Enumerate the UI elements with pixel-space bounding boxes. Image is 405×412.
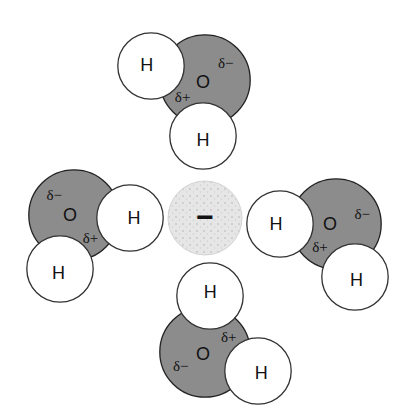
atom-symbol: O bbox=[63, 206, 77, 224]
atom-symbol: O bbox=[196, 345, 210, 363]
atom-symbol: O bbox=[196, 73, 210, 91]
atom-symbol: H bbox=[204, 283, 217, 301]
label-anchor: H bbox=[140, 56, 153, 75]
atom-symbol: H bbox=[127, 209, 140, 227]
partial-charge: δ+ bbox=[221, 330, 237, 345]
label-anchor: H bbox=[255, 363, 268, 382]
hydrogen-atom: H bbox=[224, 337, 292, 405]
partial-charge: δ− bbox=[355, 207, 371, 222]
hydrogen-atom: H bbox=[176, 262, 244, 330]
label-anchor: δ+ bbox=[175, 88, 191, 106]
hydrogen-atom: H bbox=[246, 190, 314, 258]
ion-charge: − bbox=[196, 202, 214, 232]
hydrogen-atom: H bbox=[26, 235, 94, 303]
hydrogen-atom: H bbox=[96, 184, 164, 252]
partial-charge: δ+ bbox=[175, 90, 191, 105]
chloride-ion: − bbox=[167, 180, 243, 256]
label-anchor: H bbox=[52, 263, 65, 282]
label-anchor: H bbox=[127, 209, 140, 228]
label-anchor: H bbox=[350, 271, 363, 290]
label-anchor: H bbox=[270, 215, 283, 234]
label-anchor: δ− bbox=[173, 357, 189, 375]
label-anchor: O bbox=[196, 73, 210, 92]
atom-symbol: H bbox=[52, 263, 65, 281]
label-anchor: O bbox=[63, 206, 77, 225]
atom-symbol: H bbox=[255, 363, 268, 381]
atom-symbol: H bbox=[270, 215, 283, 233]
hydrogen-atom: H bbox=[117, 32, 185, 100]
hydrogen-atom: H bbox=[321, 243, 389, 311]
label-anchor: O bbox=[323, 215, 337, 234]
atom-symbol: H bbox=[196, 130, 209, 148]
partial-charge: δ− bbox=[218, 56, 234, 71]
label-anchor: H bbox=[196, 130, 209, 149]
label-anchor: H bbox=[204, 283, 217, 302]
label-anchor: δ+ bbox=[83, 229, 99, 247]
atom-symbol: H bbox=[350, 271, 363, 289]
label-anchor: δ− bbox=[218, 54, 234, 72]
partial-charge: δ− bbox=[173, 359, 189, 374]
atom-symbol: O bbox=[323, 215, 337, 233]
label-anchor: O bbox=[196, 345, 210, 364]
label-anchor: δ− bbox=[355, 205, 371, 223]
hydrogen-atom: H bbox=[169, 102, 237, 170]
partial-charge: δ− bbox=[46, 188, 62, 203]
label-anchor: − bbox=[196, 202, 214, 232]
atom-symbol: H bbox=[140, 56, 153, 74]
label-anchor: δ+ bbox=[221, 328, 237, 346]
label-anchor: δ− bbox=[46, 186, 62, 204]
partial-charge: δ+ bbox=[312, 240, 328, 255]
label-anchor: δ+ bbox=[312, 238, 328, 256]
partial-charge: δ+ bbox=[83, 231, 99, 246]
